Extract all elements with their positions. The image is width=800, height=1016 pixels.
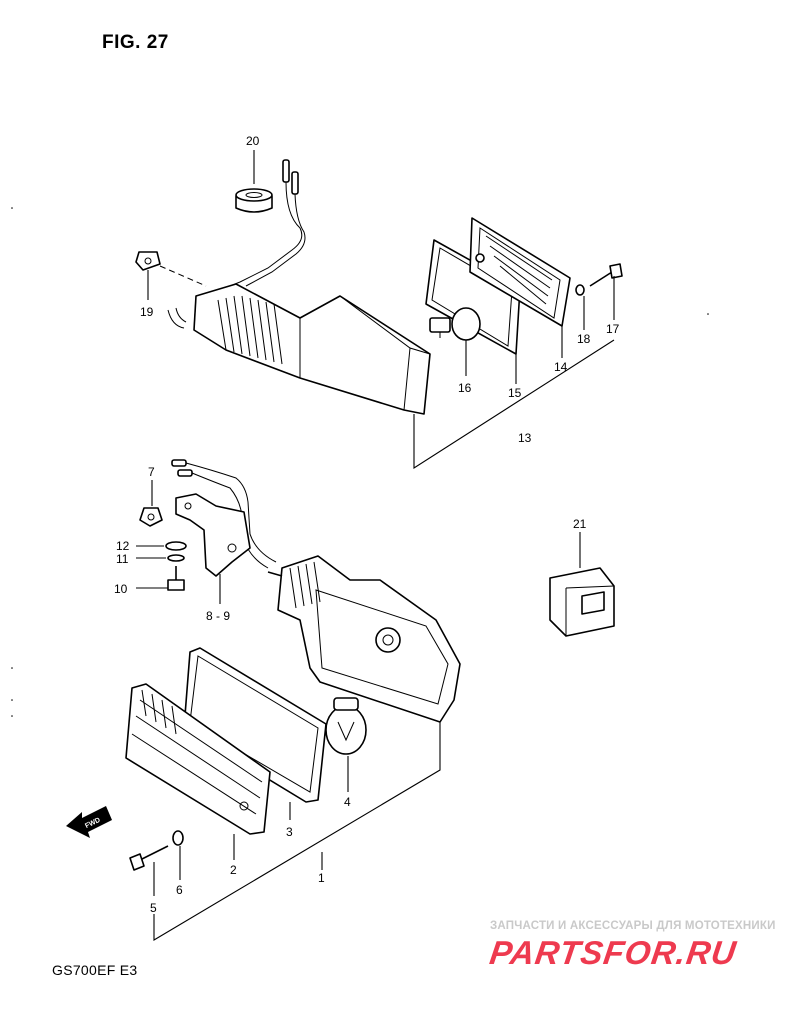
callout-labels: 20 19 17 18 14 15 16 13 7 12 11 10 8 - 9… [114,134,620,915]
callout-5: 5 [150,901,157,915]
lower-turn-signal-housing [267,555,461,723]
figure-title: FIG. 27 [102,32,169,53]
washer-12 [165,541,187,551]
callout-2: 2 [230,863,237,877]
callout-18: 18 [577,332,591,346]
upper-turn-signal-housing [167,283,431,415]
wire-connectors [207,159,306,301]
callout-8-9: 8 - 9 [206,609,230,623]
fwd-arrow-icon: FWD [66,806,112,838]
bracket-8-9 [175,493,251,577]
watermark-logo: PARTSFOR.RU [487,934,739,971]
bulb-16 [429,307,481,341]
relay-21 [549,567,615,637]
callout-17: 17 [606,322,620,336]
washer-18 [575,284,585,296]
callout-15: 15 [508,386,522,400]
callout-10: 10 [114,582,128,596]
callout-19: 19 [140,305,154,319]
callout-21: 21 [573,517,587,531]
callout-6: 6 [176,883,183,897]
callout-14: 14 [554,360,568,374]
callout-1: 1 [318,871,325,885]
callout-16: 16 [458,381,472,395]
bolt-10 [167,566,185,591]
callout-20: 20 [246,134,260,148]
screw-5 [129,845,169,871]
watermark-tagline: ЗАПЧАСТИ И АКСЕССУАРЫ ДЛЯ МОТОТЕХНИКИ [490,920,776,932]
grommet-20 [235,188,273,213]
wire-connectors-lower [171,459,277,569]
callout-4: 4 [344,795,351,809]
model-code: GS700EF E3 [52,962,138,978]
callout-3: 3 [286,825,293,839]
nut-19 [135,251,161,271]
callout-12: 12 [116,539,130,553]
lock-washer-11 [167,554,185,562]
scan-specks [11,207,709,717]
callout-7: 7 [148,465,155,479]
lens-2 [125,683,271,835]
washer-6 [172,830,184,846]
callout-11: 11 [116,552,129,566]
bulb-4 [325,697,367,755]
screw-17 [589,263,623,287]
leader-lines [136,150,615,941]
nut-7 [139,507,163,527]
callout-13: 13 [518,431,532,445]
